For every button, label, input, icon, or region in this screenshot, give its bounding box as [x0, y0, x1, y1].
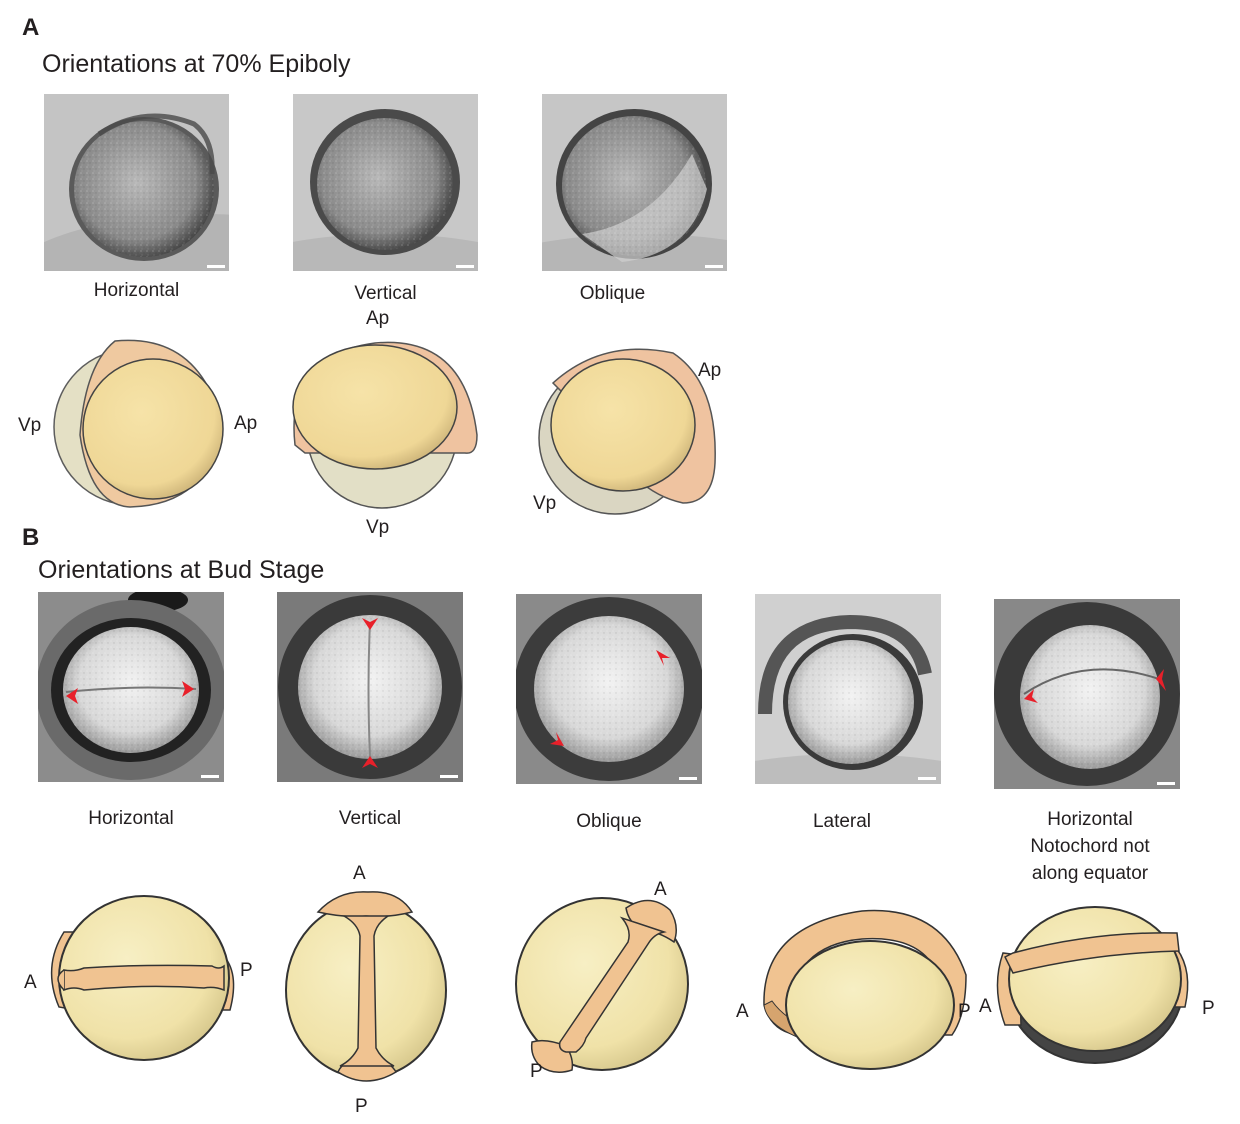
label-a-lateral: A — [736, 1001, 749, 1023]
micrograph-epiboly-oblique — [542, 94, 727, 271]
diagram-bud-horizontal-offset — [995, 895, 1195, 1070]
label-p-lateral: P — [958, 1001, 971, 1023]
label-ap-oblique: Ap — [698, 360, 721, 382]
panel-b-letter: B — [22, 524, 39, 552]
label-line-3: along equator — [980, 860, 1200, 887]
label-bud-oblique: Oblique — [516, 811, 702, 833]
label-a-oblique: A — [654, 879, 667, 901]
label-bud-horizontal-offset: Horizontal Notochord not along equator — [980, 806, 1200, 887]
label-epiboly-horizontal: Horizontal — [44, 280, 229, 302]
micrograph-epiboly-vertical — [293, 94, 478, 271]
micrograph-bud-horizontal — [38, 592, 224, 782]
label-p-horizontal-offset: P — [1202, 998, 1215, 1020]
diagram-epiboly-horizontal — [50, 335, 230, 515]
label-line-2: Notochord not — [980, 833, 1200, 860]
micrograph-bud-oblique — [516, 594, 702, 784]
diagram-epiboly-vertical — [285, 335, 485, 515]
label-p-oblique: P — [530, 1061, 543, 1083]
label-epiboly-oblique: Oblique — [520, 283, 705, 305]
label-a-vertical: A — [353, 863, 366, 885]
label-vp-horizontal: Vp — [18, 415, 41, 437]
label-p-horizontal: P — [240, 960, 253, 982]
micrograph-bud-horizontal-offset — [994, 599, 1180, 789]
label-line-1: Horizontal — [980, 806, 1200, 833]
label-a-horizontal: A — [24, 972, 37, 994]
diagram-bud-lateral — [752, 905, 972, 1075]
diagram-bud-horizontal — [44, 892, 244, 1067]
diagram-bud-vertical — [278, 890, 458, 1090]
label-p-vertical: P — [355, 1096, 368, 1118]
micrograph-epiboly-horizontal — [44, 94, 229, 271]
label-ap-horizontal: Ap — [234, 413, 257, 435]
panel-b-title: Orientations at Bud Stage — [38, 556, 324, 585]
label-ap-vertical: Ap — [366, 308, 389, 330]
panel-a-title: Orientations at 70% Epiboly — [42, 50, 351, 79]
label-bud-vertical: Vertical — [277, 808, 463, 830]
label-epiboly-vertical: Vertical — [293, 283, 478, 305]
panel-a-letter: A — [22, 14, 39, 42]
label-bud-horizontal: Horizontal — [38, 808, 224, 830]
micrograph-bud-lateral — [755, 594, 941, 784]
label-a-horizontal-offset: A — [979, 996, 992, 1018]
label-bud-lateral: Lateral — [749, 811, 935, 833]
label-vp-vertical: Vp — [366, 517, 389, 539]
micrograph-bud-vertical — [277, 592, 463, 782]
label-vp-oblique: Vp — [533, 493, 556, 515]
diagram-bud-oblique — [510, 892, 700, 1077]
